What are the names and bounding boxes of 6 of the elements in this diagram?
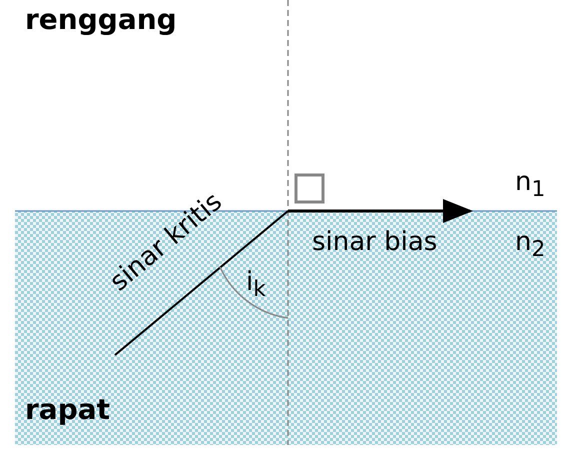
index-label: n$_{2}$ [515,228,546,262]
ray-label: sinar bias [312,228,438,257]
medium-label: renggang [25,5,177,36]
medium-label: rapat [25,395,110,426]
angle-label: i$_{k}$ [246,268,266,302]
index-label: n$_{1}$ [515,168,546,202]
